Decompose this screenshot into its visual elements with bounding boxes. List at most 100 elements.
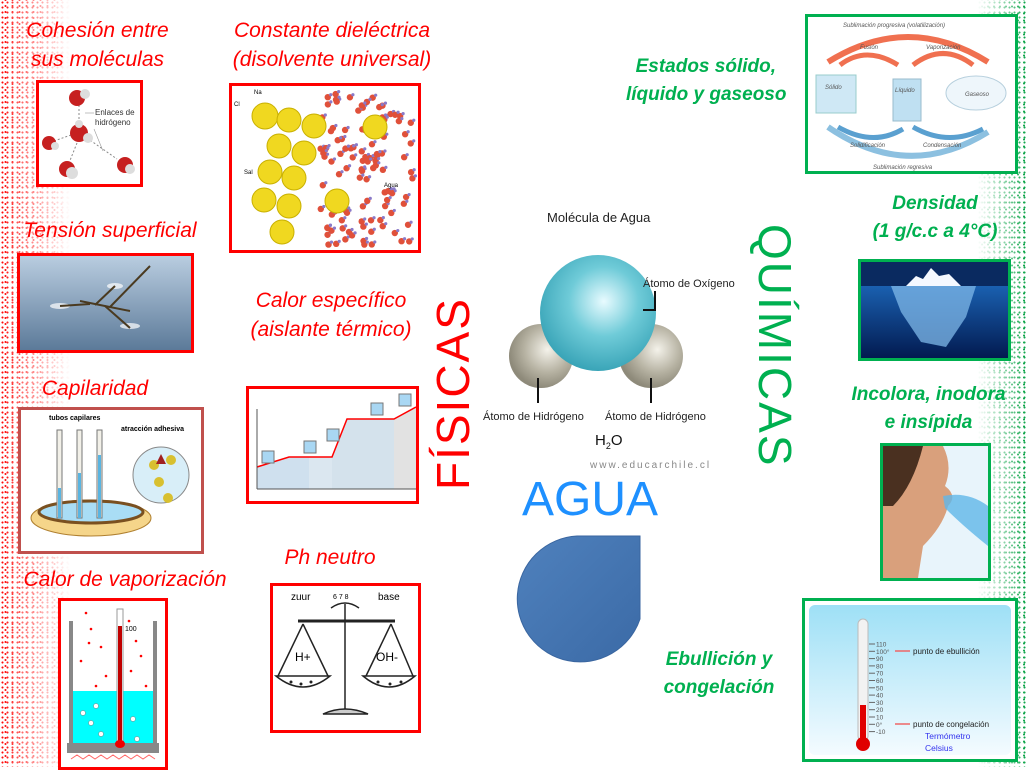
label-line: e insípida xyxy=(884,412,973,433)
water-molecule-hydrogen xyxy=(385,115,389,119)
water-molecule-hydrogen xyxy=(329,240,334,244)
iceberg-image xyxy=(858,259,1011,361)
water-molecule-hydrogen xyxy=(365,240,369,244)
water-molecule xyxy=(407,140,414,147)
water-molecule-hydrogen xyxy=(324,149,328,153)
water-molecule-hydrogen xyxy=(396,110,400,114)
na-label: Na xyxy=(254,90,262,96)
water-molecule xyxy=(377,216,384,224)
state-label: Solidificación xyxy=(850,143,886,149)
adhesiva-label: atracción adhesiva xyxy=(121,426,184,433)
scale-label: 6 7 8 xyxy=(333,594,349,601)
water-molecule-hydrogen xyxy=(368,97,372,102)
base-label: base xyxy=(378,592,400,603)
thermometer-label: Termómetro xyxy=(925,731,971,741)
water-molecule xyxy=(358,218,365,225)
water-molecule xyxy=(341,126,349,134)
water-molecule xyxy=(358,148,365,155)
water-molecule-hydrogen xyxy=(392,208,396,213)
label-calor-especifico: Calor específico (aislante térmico) xyxy=(236,286,426,344)
water-molecule xyxy=(379,166,387,174)
water-molecule xyxy=(361,241,368,248)
water-molecule xyxy=(407,119,414,126)
water-molecule-hydrogen xyxy=(344,224,348,228)
label-capilaridad: Capilaridad xyxy=(30,374,160,403)
water-molecule-hydrogen xyxy=(383,101,388,105)
label-line: Tensión superficial xyxy=(23,219,197,242)
water-molecule xyxy=(391,111,399,118)
state-label: Líquido xyxy=(895,88,915,94)
label-line: líquido y gaseoso xyxy=(626,84,787,105)
label-constante-dielectrica: Constante dieléctrica (disolvente univer… xyxy=(214,16,450,74)
water-molecule xyxy=(346,94,354,101)
scale-label: -10 xyxy=(876,729,886,736)
watermark: www.educarchile.cl xyxy=(590,460,712,471)
label-tension-superficial: Tensión superficial xyxy=(10,216,210,245)
water-molecule xyxy=(325,241,332,248)
water-molecule xyxy=(328,158,335,165)
water-molecule-hydrogen xyxy=(368,196,372,200)
water-molecule-hydrogen xyxy=(388,195,392,200)
dielectric-image: Na Cl Sal Agua xyxy=(229,83,421,253)
label-estados: Estados sólido, líquido y gaseoso xyxy=(596,53,786,109)
label-line: Calor específico xyxy=(255,289,407,312)
water-molecule-hydrogen xyxy=(347,206,351,210)
water-molecule-hydrogen xyxy=(364,236,369,241)
molecule-title: Molécula de Agua xyxy=(547,210,651,225)
water-molecule-hydrogen xyxy=(412,118,416,122)
label-line: sus moléculas xyxy=(30,48,165,71)
state-label: Vaporización xyxy=(926,45,961,51)
water-molecule xyxy=(407,168,415,176)
water-molecule xyxy=(400,200,408,207)
water-molecule xyxy=(328,227,335,234)
water-molecule xyxy=(345,228,353,236)
water-molecule xyxy=(383,196,391,204)
sal-label: Sal xyxy=(244,170,253,176)
water-molecule-hydrogen xyxy=(354,153,358,157)
oh-minus-label: OH- xyxy=(376,650,398,664)
water-molecule-hydrogen xyxy=(332,157,337,161)
scale-label: 60 xyxy=(876,678,884,685)
water-molecule-hydrogen xyxy=(343,216,347,220)
water-molecule xyxy=(404,221,412,228)
scale-label: 0° xyxy=(876,721,883,729)
water-molecule xyxy=(332,96,340,103)
water-molecule-hydrogen xyxy=(325,152,330,156)
cl-label: Cl xyxy=(234,102,240,108)
water-molecule-hydrogen xyxy=(412,139,416,143)
water-molecule xyxy=(324,101,332,108)
water-molecule-hydrogen xyxy=(363,101,367,105)
water-molecule xyxy=(368,228,375,235)
label-incolora: Incolora, inodora e insípida xyxy=(830,381,1027,437)
water-molecule xyxy=(406,238,413,245)
water-molecule-hydrogen xyxy=(364,222,368,226)
water-molecule-hydrogen xyxy=(384,222,388,226)
scale-label: 70 xyxy=(876,671,884,678)
tubos-label: tubos capilares xyxy=(49,415,100,422)
water-molecule xyxy=(324,231,331,238)
water-molecule-hydrogen xyxy=(352,144,356,148)
water-molecule-hydrogen xyxy=(402,237,407,241)
water-molecule xyxy=(319,182,327,189)
water-molecule xyxy=(342,236,349,243)
agua-label: Agua xyxy=(384,183,399,189)
oxygen-label: Átomo de Oxígeno xyxy=(643,277,735,290)
water-molecule-hydrogen xyxy=(377,156,381,161)
water-molecule-hydrogen xyxy=(392,187,396,191)
label-line: Incolora, inodora xyxy=(851,384,1006,405)
scale-label: 40 xyxy=(876,693,884,700)
quimicas-heading: QUÍMICAS xyxy=(749,224,801,480)
label-line: congelación xyxy=(663,677,775,698)
ph-neutro-image: zuur base 6 7 8 H+ OH- xyxy=(270,583,421,733)
water-molecule-hydrogen xyxy=(353,231,357,235)
water-molecule xyxy=(324,93,331,101)
scale-label: 20 xyxy=(876,707,884,714)
water-molecule-hydrogen xyxy=(350,227,354,232)
label-line: Cohesión entre xyxy=(26,19,169,42)
water-molecule-hydrogen xyxy=(389,187,393,191)
state-label: Fusión xyxy=(860,45,879,51)
fisicas-heading: FÍSICAS xyxy=(427,268,479,493)
label-line: Densidad xyxy=(892,193,978,214)
water-molecule xyxy=(400,153,408,161)
